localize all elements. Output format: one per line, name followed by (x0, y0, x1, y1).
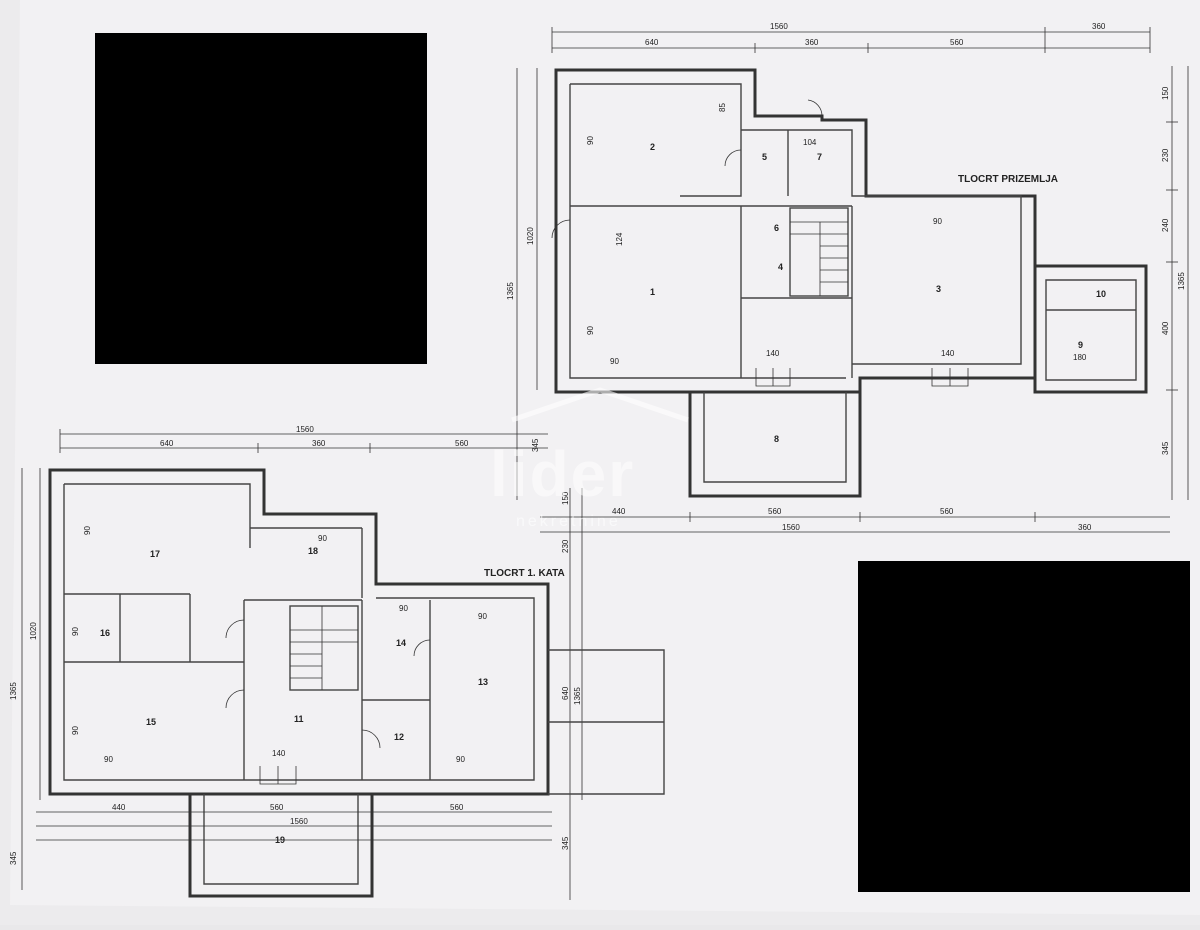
first-mark-2: 90 (318, 534, 327, 543)
redaction-box-bottom-right (858, 561, 1190, 892)
ground-mark-7: 140 (766, 349, 780, 358)
first-room-11: 11 (294, 714, 304, 724)
ground-room-3: 3 (936, 284, 941, 294)
first-mark-9: 90 (456, 755, 465, 764)
ground-dim-bottom-2: 560 (768, 507, 782, 516)
ground-dim-top-2: 360 (805, 38, 819, 47)
ground-dim-bottom-4: 1560 (782, 523, 800, 532)
ground-mark-5: 90 (586, 326, 595, 335)
ground-room-1: 1 (650, 287, 655, 297)
first-dim-right-5: 345 (561, 836, 570, 850)
first-room-17: 17 (150, 549, 160, 559)
first-dim-top-3: 560 (455, 439, 469, 448)
first-room-14: 14 (396, 638, 406, 648)
first-mark-8: 140 (272, 749, 286, 758)
ground-mark-10: 180 (1073, 353, 1087, 362)
first-dim-bottom-2: 560 (270, 803, 284, 812)
first-mark-6: 90 (71, 726, 80, 735)
ground-mark-1: 90 (586, 136, 595, 145)
ground-dim-right-1: 150 (1161, 86, 1170, 100)
first-room-15: 15 (146, 717, 156, 727)
watermark-sub: nekretnine (516, 513, 621, 530)
ground-room-5: 5 (762, 152, 767, 162)
ground-room-6: 6 (774, 223, 779, 233)
first-plan-title: TLOCRT 1. KATA (484, 568, 565, 579)
ground-dim-right-4: 400 (1161, 321, 1170, 335)
first-dim-right-2: 230 (561, 539, 570, 553)
first-mark-1: 90 (83, 526, 92, 535)
first-mark-5: 90 (478, 612, 487, 621)
ground-room-8: 8 (774, 434, 779, 444)
redaction-box-top-left (95, 33, 427, 364)
ground-mark-9: 90 (933, 217, 942, 226)
ground-dim-right-5: 1365 (1177, 272, 1186, 290)
ground-mark-2: 85 (718, 103, 727, 112)
ground-dim-bottom-3: 560 (940, 507, 954, 516)
ground-floor-plan: 1560 640 360 560 360 1365 1020 150 230 2… (506, 22, 1189, 533)
ground-room-7: 7 (817, 152, 822, 162)
first-dim-left-3: 345 (9, 851, 18, 865)
first-mark-4: 90 (399, 604, 408, 613)
first-room-18: 18 (308, 546, 318, 556)
ground-dim-left-2: 1020 (526, 227, 535, 245)
ground-dim-bottom-1: 440 (612, 507, 626, 516)
first-dim-right-1: 150 (561, 491, 570, 505)
ground-dim-total-top: 1560 (770, 22, 788, 31)
first-room-16: 16 (100, 628, 110, 638)
first-staircase (289, 605, 359, 691)
ground-dim-top-1: 640 (645, 38, 659, 47)
first-dim-bottom-3: 560 (450, 803, 464, 812)
first-dim-left-2: 1020 (29, 622, 38, 640)
first-dim-bottom-4: 1560 (290, 817, 308, 826)
first-dim-top-1: 640 (160, 439, 174, 448)
ground-dim-left-1: 1365 (506, 282, 515, 300)
first-dim-bottom-1: 440 (112, 803, 126, 812)
first-room-13: 13 (478, 677, 488, 687)
ground-dim-right-2: 230 (1161, 148, 1170, 162)
first-dim-top-4: 345 (531, 438, 540, 452)
ground-mark-4: 124 (615, 232, 624, 246)
ground-room-4: 4 (778, 262, 783, 272)
first-mark-7: 90 (104, 755, 113, 764)
ground-mark-3: 104 (803, 138, 817, 147)
first-dim-right-3: 640 (561, 686, 570, 700)
ground-dim-bottom-5: 360 (1078, 523, 1092, 532)
first-dim-total-top: 1560 (296, 425, 314, 434)
ground-dim-right-3: 240 (1161, 218, 1170, 232)
ground-room-9: 9 (1078, 340, 1083, 350)
first-floor-plan: 1560 640 360 560 345 1365 1020 345 150 2… (9, 425, 665, 900)
ground-room-2: 2 (650, 142, 655, 152)
first-dim-top-2: 360 (312, 439, 326, 448)
ground-room-10: 10 (1096, 289, 1106, 299)
watermark-brand: lider (490, 438, 635, 510)
first-mark-3: 90 (71, 627, 80, 636)
first-dim-left-1: 1365 (9, 682, 18, 700)
ground-plan-title: TLOCRT PRIZEMLJA (958, 174, 1058, 185)
ground-staircase (789, 207, 849, 297)
ground-dim-right-6: 345 (1161, 441, 1170, 455)
ground-mark-8: 140 (941, 349, 955, 358)
ground-dim-top-3: 560 (950, 38, 964, 47)
first-room-12: 12 (394, 732, 404, 742)
ground-mark-6: 90 (610, 357, 619, 366)
watermark-logo: lider nekretnine (490, 387, 689, 530)
first-dim-right-4: 1365 (573, 687, 582, 705)
ground-dim-top-4: 360 (1092, 22, 1106, 31)
